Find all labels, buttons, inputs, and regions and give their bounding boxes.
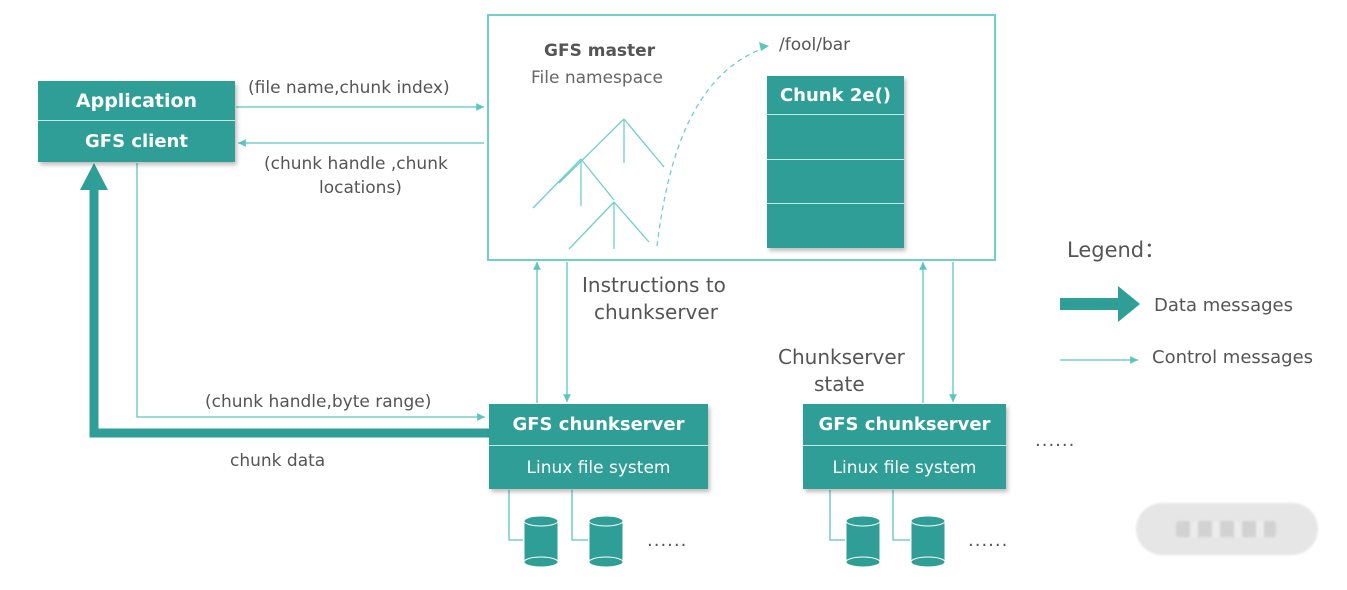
disk-connector: [892, 490, 910, 541]
instructions-label-1: Instructions to: [582, 273, 726, 297]
instructions-label-2: chunkserver: [594, 300, 718, 324]
chunk-row-divider: [767, 203, 904, 204]
chunkserver-divider: [489, 445, 708, 446]
chunk-table: Chunk 2e(): [767, 76, 904, 248]
state-label-2: state: [814, 372, 865, 396]
disk-icon: [910, 515, 946, 568]
disk-connector: [508, 490, 523, 541]
disk-connector: [829, 490, 845, 541]
disk-icon: [845, 515, 881, 568]
byte-range-arrow: [136, 163, 485, 421]
gfs-client-label: GFS client: [85, 131, 188, 152]
more-disks-ellipsis: ......: [968, 530, 1009, 551]
chunk-data-arrow: [89, 185, 489, 438]
disk-connector: [571, 490, 588, 541]
chunk-row-divider: [767, 114, 904, 115]
watermark: [1136, 503, 1318, 555]
legend-control-label: Control messages: [1152, 347, 1314, 368]
chunk-row-divider: [767, 159, 904, 160]
state-label-1: Chunkserver: [778, 345, 905, 369]
byte-range-label: (chunk handle,byte range): [205, 392, 432, 412]
chunkserver-divider: [803, 445, 1006, 446]
chunk-title: Chunk 2e(): [779, 84, 892, 106]
disk-icon: [523, 515, 559, 568]
chunk-reply-label-1: (chunk handle ,chunk: [264, 154, 448, 174]
chunk-data-arrowhead: [80, 163, 108, 190]
legend-title: Legend：: [1067, 238, 1166, 262]
chunkserver-title: GFS chunkserver: [512, 413, 685, 435]
chunkserver-title: GFS chunkserver: [818, 413, 991, 435]
disk-icon: [588, 515, 624, 568]
more-servers-ellipsis: ......: [1035, 430, 1076, 451]
filesystem-label: Linux file system: [526, 457, 671, 478]
application-title: Application: [75, 89, 198, 112]
chunk-data-label: chunk data: [230, 451, 326, 471]
more-disks-ellipsis: ......: [647, 530, 688, 551]
path-label: /fool/bar: [779, 35, 851, 55]
namespace-tree-icon: [532, 42, 769, 250]
chunkserver-box: GFS chunkserver Linux file system: [489, 404, 708, 489]
namespace-label: File namespace: [531, 68, 663, 88]
master-frame: GFS master File namespace /fool/bar Chun…: [487, 14, 996, 261]
application-divider: [38, 120, 235, 121]
master-title: GFS master: [544, 41, 656, 61]
chunk-reply-label-2: locations): [319, 178, 402, 198]
filesystem-label: Linux file system: [832, 457, 977, 478]
legend-data-label: Data messages: [1154, 295, 1293, 316]
file-request-label: (file name,chunk index): [248, 78, 450, 98]
legend-data-arrowhead: [1118, 286, 1140, 322]
chunkserver-box: GFS chunkserver Linux file system: [803, 404, 1006, 489]
application-box: Application GFS client: [38, 81, 235, 162]
